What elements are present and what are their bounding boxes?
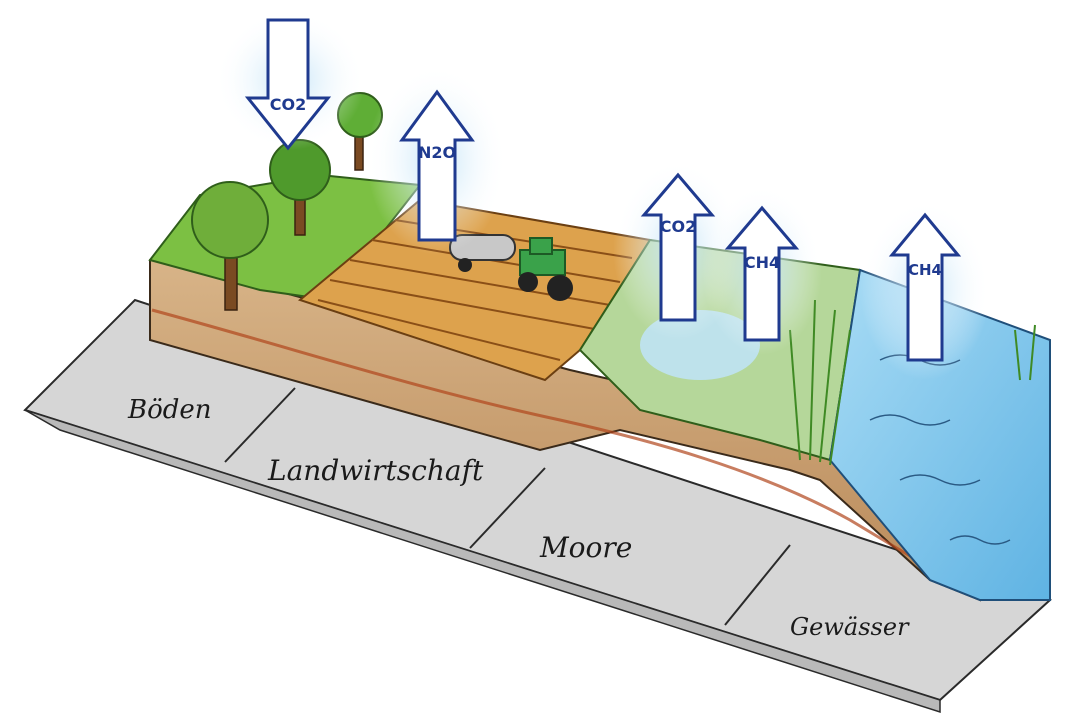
co2-up-label: CO2 (660, 217, 696, 236)
reed-cluster (789, 299, 1036, 466)
co2-up-arrow-icon: CO2 (640, 172, 716, 322)
n2o-up-arrow-icon: N2O (399, 89, 475, 242)
divider-line-1 (224, 387, 296, 463)
co2-down-arrow-icon: CO2 (244, 18, 332, 151)
zone-label-moore: Moore (539, 531, 632, 564)
co2-down-label: CO2 (270, 95, 306, 114)
base-slab-shade (24, 409, 941, 714)
ch4-moor-arrow-icon: CH4 (724, 205, 800, 342)
divider-line-2 (469, 467, 546, 549)
zone-label-landwirtschaft: Landwirtschaft (267, 454, 484, 487)
zone-label-boeden: Böden (127, 395, 212, 425)
ch4-water-label: CH4 (908, 261, 942, 279)
ch4-water-arrow-icon: CH4 (888, 212, 962, 362)
tractor-icon (449, 234, 573, 301)
ch4-moor-label: CH4 (744, 253, 780, 272)
zone-label-gewaesser: Gewässer (790, 613, 910, 641)
n2o-up-label: N2O (418, 143, 456, 162)
soil-layer-line (151, 308, 976, 592)
divider-line-3 (724, 544, 791, 626)
tree-large (191, 181, 269, 311)
